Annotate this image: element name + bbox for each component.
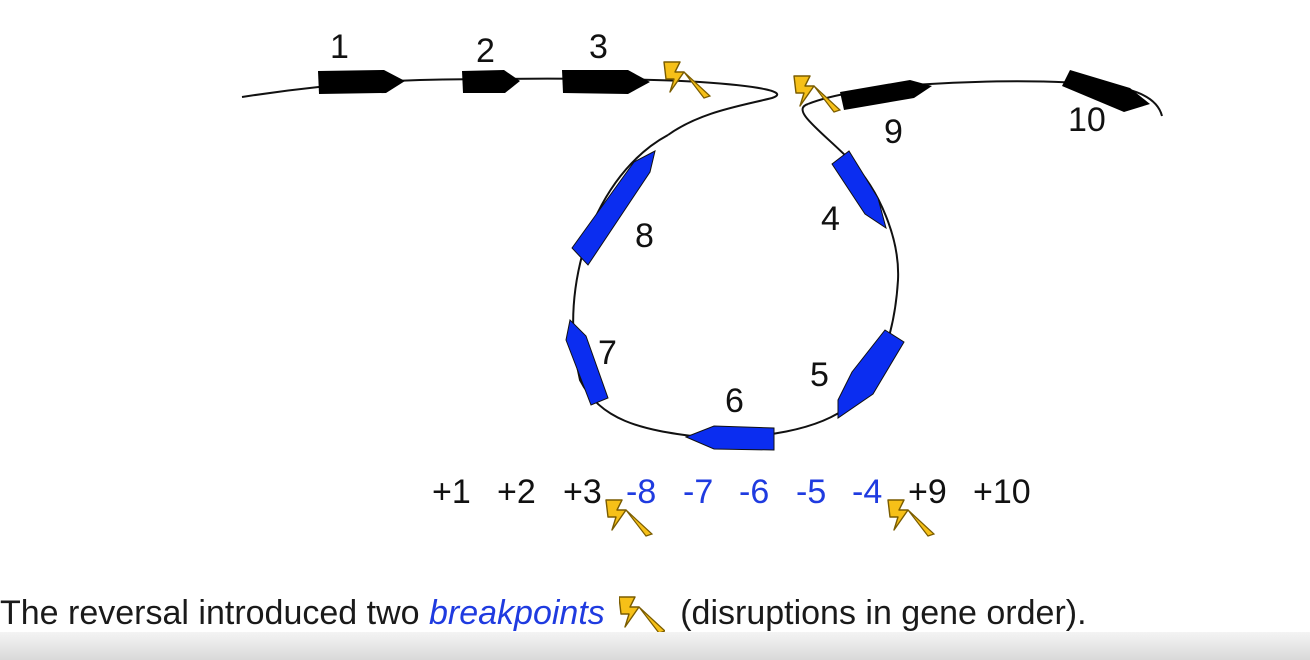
gene-label-8: 8 [635,217,654,255]
gene-6-arrow [684,425,775,451]
gene-9-arrow [840,80,932,110]
order-item: +9 [908,473,947,511]
gene-order-sequence: +1 +2 +3 -8 -7 -6 -5 -4 +9 +10 [432,473,1031,511]
gene-label-4: 4 [821,200,840,238]
bottom-band [0,632,1310,660]
gene-4-arrow [831,150,887,230]
gene-8-arrow [571,150,656,266]
gene-label-1: 1 [330,28,349,66]
gene-label-9: 9 [884,113,903,151]
order-item: +10 [973,473,1031,511]
caption-text-after: (disruptions in gene order). [670,593,1087,632]
gene-3-arrow [562,70,650,94]
order-item: -8 [626,473,656,511]
order-item: -7 [683,473,713,511]
caption: The reversal introduced two breakpoints … [0,592,1310,638]
order-item: +1 [432,473,471,511]
gene-5-arrow [837,329,905,419]
order-item: -5 [796,473,826,511]
gene-label-2: 2 [476,32,495,70]
caption-text-before: The reversal introduced two [0,593,429,632]
gene-10-arrow [1062,70,1150,112]
order-item: -4 [852,473,882,511]
gene-label-3: 3 [589,28,608,66]
order-item: +2 [497,473,536,511]
gene-label-5: 5 [810,356,829,394]
order-item: -6 [739,473,769,511]
lightning-bolt-icon [793,75,841,113]
gene-1-arrow [318,70,405,94]
gene-label-7: 7 [598,334,617,372]
gene-label-6: 6 [725,382,744,420]
order-item: +3 [563,473,602,511]
gene-2-arrow [462,70,520,93]
gene-7-arrow [565,318,609,406]
gene-label-10: 10 [1068,101,1106,139]
caption-emphasis: breakpoints [428,593,605,632]
